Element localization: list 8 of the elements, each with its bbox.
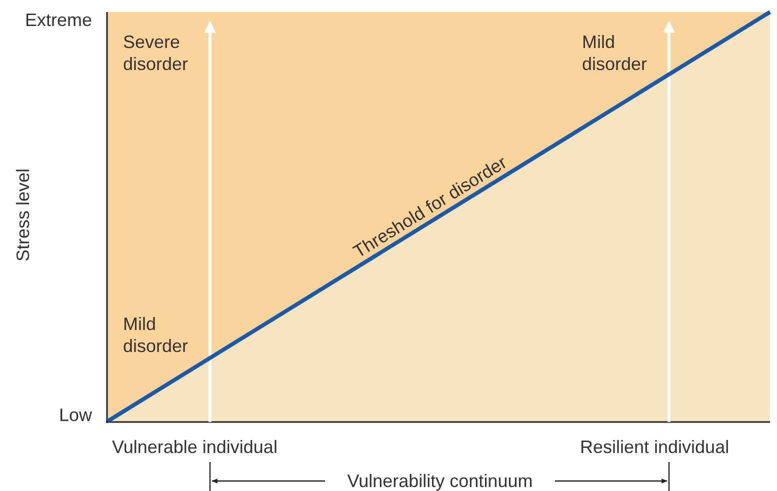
region-label: Severe disorder (123, 31, 190, 75)
region-label: Mild disorder (123, 313, 190, 357)
axis-label: Vulnerable individual (112, 436, 278, 458)
region-label: Mild disorder (582, 31, 648, 75)
axis-title: Stress level (12, 167, 34, 264)
axis-label: Low (58, 404, 92, 426)
axis-label: Resilient individual (580, 436, 730, 458)
axis-label: Extreme (24, 9, 92, 31)
